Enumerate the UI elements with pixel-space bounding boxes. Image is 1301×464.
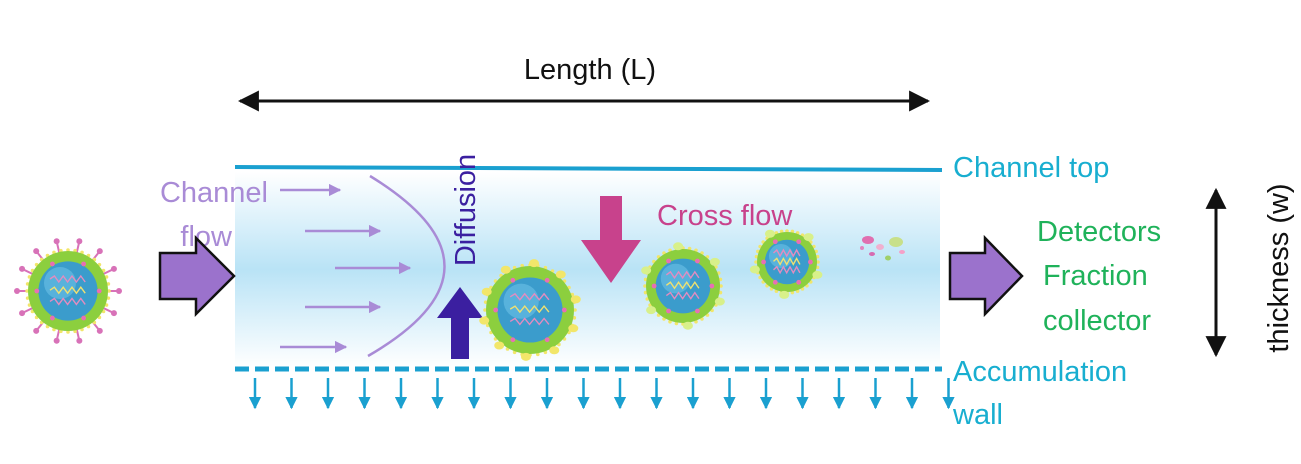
particles	[14, 229, 823, 361]
length-label: Length (L)	[524, 54, 656, 86]
diffusion-arrow	[437, 287, 483, 359]
channel-body	[235, 172, 940, 367]
outlet-label-detectors: Detectors	[1037, 216, 1161, 248]
inlet-arrow	[158, 234, 236, 318]
virus-particle-icon	[479, 259, 581, 361]
channel-flow-label-line1: Channel	[160, 177, 268, 209]
outlet-arrow	[948, 234, 1024, 318]
virus-particle-icon	[749, 229, 823, 299]
debris-fragments-icon	[860, 236, 905, 261]
thickness-label: thickness (w)	[1263, 183, 1295, 352]
parabolic-flow-profile	[367, 174, 446, 358]
cross-flow-arrow	[581, 196, 641, 283]
accumulation-wall-arrows	[248, 378, 955, 410]
virus-particle-icon	[641, 242, 725, 330]
flow-profile-arrows	[280, 183, 412, 354]
outlet-label-collector: collector	[1043, 305, 1151, 337]
outlet-label-fraction: Fraction	[1043, 260, 1148, 292]
channel-top-label: Channel top	[953, 152, 1109, 184]
accumulation-wall-label-line2: wall	[952, 399, 1003, 431]
virus-particle-icon	[14, 238, 122, 344]
channel-top-line	[234, 165, 943, 172]
diffusion-label: Diffusion	[450, 154, 482, 266]
cross-flow-label: Cross flow	[657, 200, 793, 232]
accumulation-wall-label-line1: Accumulation	[953, 356, 1127, 388]
